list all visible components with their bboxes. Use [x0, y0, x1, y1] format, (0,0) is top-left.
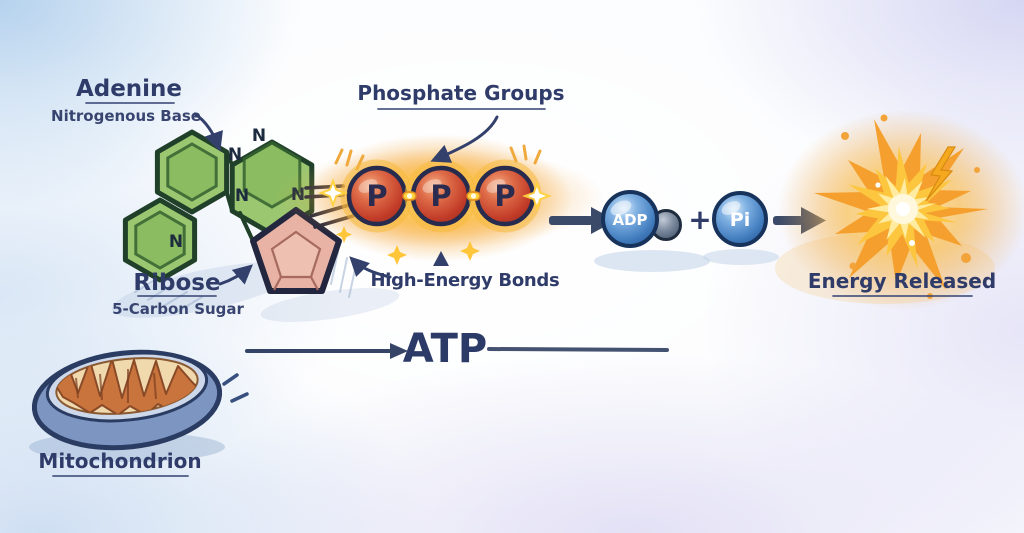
bonds-up-arrow — [433, 251, 449, 266]
phosphate-title: Phosphate Groups — [357, 81, 564, 105]
nitrogen-atom: N — [252, 126, 266, 146]
phosphate-group-2: P — [404, 159, 478, 233]
phosphorus-atom: P — [366, 179, 387, 213]
mitochondrion-title: Mitochondrion — [38, 449, 201, 473]
nitrogen-atom: N — [169, 232, 183, 252]
ribose-label-group: Ribose 5-Carbon Sugar — [112, 264, 253, 318]
nitrogen-atom: N — [235, 186, 249, 206]
high-energy-bond-links — [402, 191, 481, 201]
bonds-label-group: High-Energy Bonds — [349, 251, 560, 291]
bonds-pointer-arrow — [349, 256, 392, 279]
atp-title: ATP — [403, 326, 487, 372]
pi-molecule: Pi — [712, 191, 768, 247]
energy-label-group: Energy Released — [808, 269, 996, 297]
adenine-label-group: Adenine Nitrogenous Base — [51, 76, 223, 152]
energy-burst — [778, 110, 1024, 310]
pi-label: Pi — [730, 209, 750, 231]
mitochondrion-cristae — [55, 358, 199, 416]
phosphate-group-1: P — [340, 159, 414, 233]
nitrogen-atom: N — [228, 145, 242, 165]
mitochondrion-accent-dashes — [222, 373, 249, 403]
adenine-pointer-arrow — [193, 112, 223, 152]
atp-label-group: ATP — [245, 326, 669, 372]
bonds-title: High-Energy Bonds — [371, 270, 560, 291]
adp-label: ADP — [612, 211, 647, 229]
adenine-subtitle: Nitrogenous Base — [51, 107, 201, 125]
lightning-icon — [925, 146, 957, 202]
burst-specks — [841, 114, 980, 299]
phosphorus-atom: P — [494, 179, 515, 213]
ribose-pointer-arrow — [218, 264, 253, 286]
bond-glints — [318, 178, 552, 265]
phosphate-pointer-arrow — [430, 115, 499, 163]
plus-sign: + — [688, 203, 711, 236]
adenine-title: Adenine — [76, 76, 182, 102]
atp-arrow-left — [245, 343, 408, 359]
phosphate-chain: P P P — [275, 134, 605, 265]
mitochondrion-illustration: Mitochondrion — [31, 349, 249, 477]
adp-molecule: ADP — [601, 190, 682, 248]
phosphorus-atom: P — [430, 179, 451, 213]
sparkle-lines — [334, 144, 542, 171]
energy-title: Energy Released — [808, 269, 996, 293]
ribose-subtitle: 5-Carbon Sugar — [112, 300, 244, 318]
atp-line-right — [487, 347, 669, 352]
ribose-title: Ribose — [133, 270, 220, 296]
phosphate-label-group: Phosphate Groups — [357, 81, 565, 163]
